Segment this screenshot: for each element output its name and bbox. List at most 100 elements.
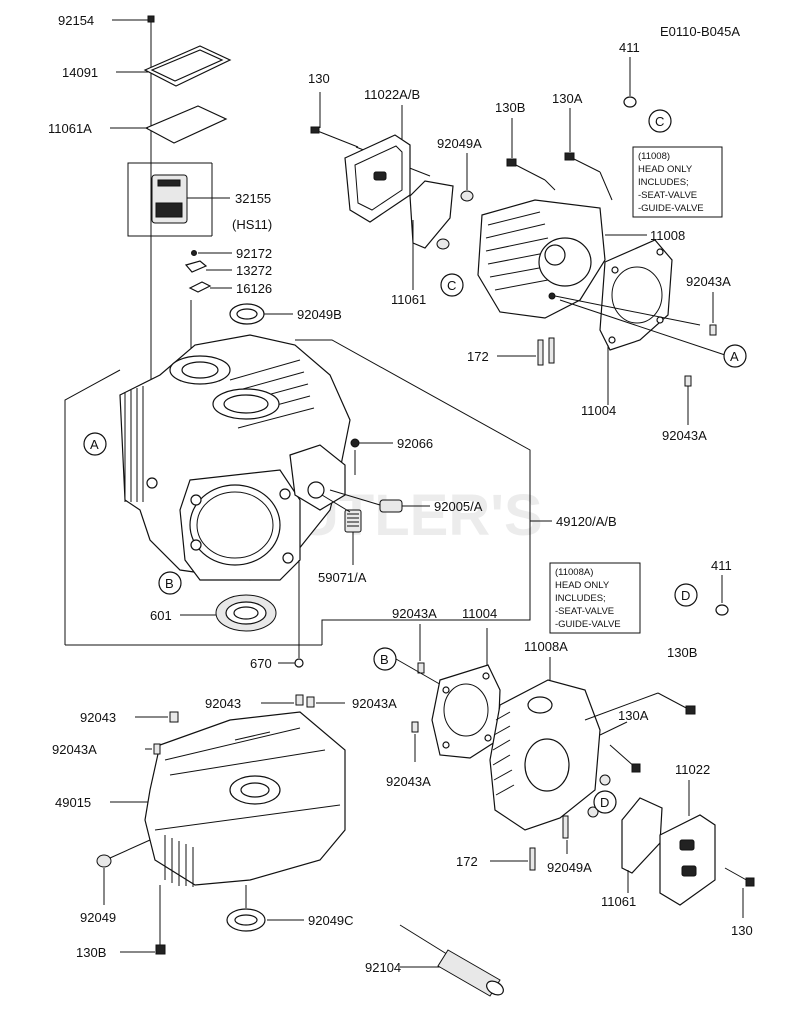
label-601: 601 — [150, 608, 172, 623]
plug-92066 — [350, 438, 360, 448]
callout-B-left: B — [165, 576, 174, 591]
label-92043A-center: 92043A — [352, 696, 397, 711]
label-130B-left: 130B — [76, 945, 106, 960]
svg-text:-SEAT-VALVE: -SEAT-VALVE — [638, 190, 697, 201]
label-11061A: 11061A — [48, 121, 92, 136]
dowel-92043A-r1 — [709, 324, 717, 336]
crankcase-cover-group — [96, 694, 346, 955]
washer-411-top — [623, 96, 637, 108]
callout-D-head: D — [600, 795, 609, 810]
callout-B-right: B — [380, 652, 389, 667]
seal-92049A-top — [460, 190, 474, 202]
label-92066: 92066 — [397, 436, 433, 451]
label-59071: 59071/A — [318, 570, 367, 585]
label-11022: 11022 — [675, 762, 710, 777]
label-411-top: 411 — [619, 40, 640, 55]
svg-text:-GUIDE-VALVE: -GUIDE-VALVE — [555, 619, 621, 630]
svg-text:INCLUDES;: INCLUDES; — [555, 593, 606, 604]
label-11004-top: 11004 — [581, 403, 616, 418]
label-14091: 14091 — [62, 65, 98, 80]
svg-text:HEAD ONLY: HEAD ONLY — [638, 164, 693, 175]
label-49015: 49015 — [55, 795, 91, 810]
washer-411-mid — [715, 604, 729, 616]
bolt-130-top — [314, 129, 359, 148]
dowel-92043A-b1 — [417, 662, 425, 674]
svg-text:INCLUDES;: INCLUDES; — [638, 177, 689, 188]
label-92049A-top: 92049A — [437, 136, 482, 151]
label-49120: 49120/A/B — [556, 514, 617, 529]
label-92049: 92049 — [80, 910, 116, 925]
callout-markers: A B C C A D B D — [83, 109, 747, 814]
label-32155: 32155 — [235, 191, 271, 206]
callout-C-top: C — [655, 114, 664, 129]
svg-text:(11008): (11008) — [638, 151, 670, 162]
label-92043A-b1: 92043A — [392, 606, 437, 621]
fitting-92005 — [379, 499, 403, 513]
stud-172-top — [537, 339, 544, 366]
label-11061-top: 11061 — [391, 292, 426, 307]
label-13272: 13272 — [236, 263, 272, 278]
part-16126 — [188, 281, 212, 293]
gasket-11061-bottom — [621, 797, 663, 874]
dowel-92043A-l — [153, 743, 161, 755]
label-130A-top: 130A — [552, 91, 583, 106]
stud-172-bottom — [529, 847, 536, 871]
label-92049B: 92049B — [297, 307, 342, 322]
svg-text:(11008A): (11008A) — [555, 567, 593, 578]
cylinder-bore — [189, 484, 281, 566]
rocker-cover-11022 — [659, 814, 716, 906]
cylinder-head-11008A-group — [395, 604, 755, 906]
note-11008: (11008) HEAD ONLY INCLUDES; -SEAT-VALVE … — [632, 146, 723, 218]
o-ring-670 — [294, 658, 304, 668]
label-411-mid: 411 — [711, 558, 732, 573]
label-92043A-r1: 92043A — [686, 274, 731, 289]
dowel-92043A-c — [306, 696, 315, 708]
label-92104: 92104 — [365, 960, 401, 975]
dowel-92043-c — [295, 694, 304, 706]
dowel-92043-l — [169, 711, 179, 723]
label-130B-bottom: 130B — [667, 645, 697, 660]
label-92043A-r2: 92043A — [662, 428, 707, 443]
seal-92049A-bottom — [587, 806, 599, 818]
plate-13272 — [184, 260, 208, 273]
label-hs11: (HS11) — [232, 217, 272, 232]
label-670: 670 — [250, 656, 272, 671]
crankcase-group — [64, 300, 531, 668]
gasket-11061A — [144, 105, 228, 144]
label-172-top: 172 — [467, 349, 489, 364]
gasket-11061-top — [409, 180, 454, 249]
label-11022AB: 11022A/B — [364, 87, 420, 102]
label-130A-bottom: 130A — [618, 708, 649, 723]
label-92049A-bottom: 92049A — [547, 860, 592, 875]
label-11004-bottom: 11004 — [462, 606, 497, 621]
diagram-code: E0110-B045A — [660, 24, 740, 39]
screw-92154 — [147, 15, 155, 23]
label-92043-left: 92043 — [80, 710, 116, 725]
screw-92172 — [191, 250, 197, 256]
head-gasket-11004-bottom — [431, 664, 501, 759]
label-92043A-left: 92043A — [52, 742, 97, 757]
stud-59071 — [344, 509, 362, 533]
callout-A-left: A — [90, 437, 99, 452]
leader-lines — [103, 19, 744, 968]
breather-cover-group — [127, 15, 265, 415]
bolt-130A-top — [569, 156, 601, 173]
label-130-bottom: 130 — [731, 923, 753, 938]
svg-text:-SEAT-VALVE: -SEAT-VALVE — [555, 606, 614, 617]
label-92154: 92154 — [58, 13, 94, 28]
label-11061-bottom: 11061 — [601, 894, 636, 909]
note-11008a: (11008A) HEAD ONLY INCLUDES; -SEAT-VALVE… — [549, 562, 641, 634]
label-92043A-b2: 92043A — [386, 774, 431, 789]
callout-C-head: C — [447, 278, 456, 293]
cylinder-head-11008-group — [310, 96, 726, 425]
svg-text:HEAD ONLY: HEAD ONLY — [555, 580, 610, 591]
seal-92049 — [96, 854, 112, 868]
label-92172: 92172 — [236, 246, 272, 261]
label-130-top: 130 — [308, 71, 330, 86]
svg-text:-GUIDE-VALVE: -GUIDE-VALVE — [638, 203, 704, 214]
callout-D-right: D — [681, 588, 690, 603]
label-16126: 16126 — [236, 281, 272, 296]
dowel-92043A-b2 — [411, 721, 419, 733]
bolt-130B-bottom — [657, 692, 691, 711]
